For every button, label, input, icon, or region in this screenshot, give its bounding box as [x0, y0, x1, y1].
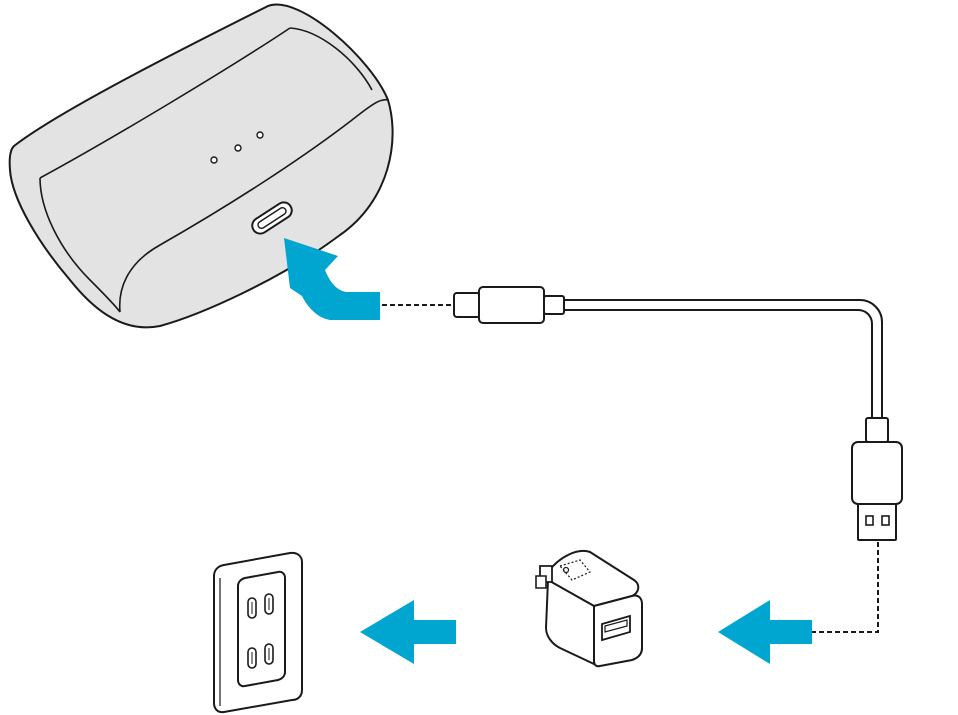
outlet-receptacle: [237, 570, 286, 688]
usb-c-port-icon: [251, 201, 293, 235]
indicator-dot-2: [234, 144, 242, 152]
case-body: [8, 3, 394, 329]
indicator-dot-3: [256, 131, 264, 139]
adapter-prong-recess: [558, 559, 591, 581]
usb-a-contact-left: [865, 515, 874, 526]
usb-cable: [564, 299, 883, 418]
adapter-left-face: [545, 579, 595, 665]
charging-case-icon: [8, 3, 394, 329]
case-left-seam: [39, 177, 121, 313]
usb-a-metal-tip: [857, 503, 897, 541]
case-lid-seam: [118, 98, 389, 313]
usb-c-plug-icon: [453, 286, 565, 324]
usb-cable-inner: [564, 309, 873, 418]
arrow-icon: [360, 600, 456, 664]
arrow-icon: [284, 238, 380, 320]
wall-outlet-icon: [213, 551, 303, 714]
adapter-usb-port-inner: [604, 619, 628, 633]
usb-a-contact-right: [881, 515, 890, 526]
indicator-dot-1: [210, 156, 218, 164]
arrow-icon: [718, 600, 812, 664]
usb-a-housing: [851, 441, 903, 505]
power-adapter-icon: [535, 550, 643, 668]
adapter-prong-hole: [562, 566, 570, 574]
usb-c-strain-relief: [543, 295, 565, 315]
usb-c-tip: [453, 292, 481, 318]
usb-c-housing: [478, 286, 545, 324]
usb-a-plug-icon: [851, 417, 903, 541]
adapter-prong-2: [535, 575, 547, 589]
case-top-left-seam: [39, 27, 291, 179]
case-top-right-seam: [289, 27, 373, 91]
usb-a-strain-relief: [865, 417, 889, 443]
connection-dashed-line-bottom: [812, 542, 879, 633]
